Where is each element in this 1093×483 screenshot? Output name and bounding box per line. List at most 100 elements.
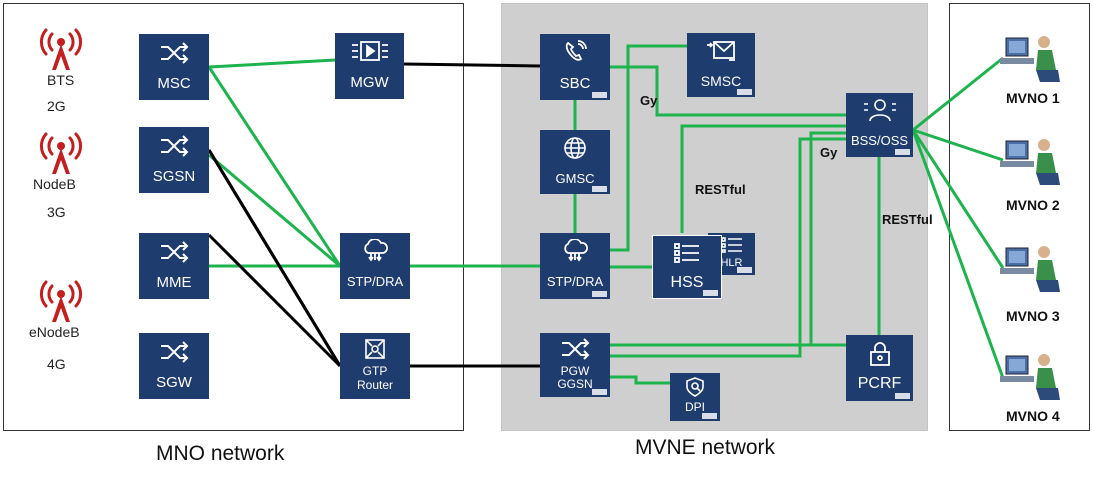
- list-icon: [674, 243, 699, 263]
- mvno-4: MVNO 4: [1000, 352, 1080, 430]
- node-sgsn-label: SGSN: [152, 168, 196, 185]
- mvno-2-label: MVNO 2: [1006, 197, 1060, 213]
- radio-enodeb-label: eNodeB: [29, 324, 80, 340]
- node-bss-oss-label: BSS/OSS: [850, 133, 909, 148]
- mvno-3: MVNO 3: [1000, 244, 1080, 324]
- mvne-network-caption: MVNE network: [635, 436, 776, 459]
- mvno-1-label: MVNO 1: [1006, 90, 1060, 106]
- node-hss-label: HSS: [670, 274, 704, 291]
- node-stp-dra-mvne-label: STP/DRA: [546, 274, 604, 289]
- link-bss-mvno3: [911, 129, 1005, 269]
- radio-enodeb-gen: 4G: [47, 356, 66, 372]
- radio-bts: BTS 2G: [33, 26, 89, 126]
- switch-icon: [161, 42, 189, 64]
- vendor-tag: [737, 267, 752, 273]
- node-gtp-router: GTP Router: [340, 333, 410, 399]
- node-sgsn: SGSN: [139, 127, 209, 193]
- link-sgw-cross: [207, 233, 342, 368]
- node-hss: HSS: [652, 235, 722, 299]
- switch-icon: [161, 341, 189, 363]
- vendor-tag: [895, 149, 910, 155]
- node-gmsc: GMSC: [540, 130, 610, 194]
- vendor-tag: [703, 290, 718, 296]
- list-icon: [720, 237, 742, 253]
- node-dpi-label: DPI: [684, 400, 705, 414]
- mvno-1: MVNO 1: [1000, 34, 1080, 109]
- vendor-tag: [592, 92, 607, 98]
- link-bss-mvno4: [911, 129, 1005, 379]
- mno-network-caption: MNO network: [156, 442, 285, 465]
- link-sgsn-down: [207, 149, 342, 367]
- radio-nodeb-gen: 3G: [47, 204, 66, 220]
- link-sbc-bss-gy: [610, 65, 846, 117]
- link-pgw-bss-gy: [610, 137, 846, 358]
- node-pgw-label-1: PGW: [560, 364, 590, 378]
- user-computer-icon: [1000, 36, 1060, 82]
- node-gtp-label-2: Router: [356, 378, 394, 392]
- media-gateway-icon: [351, 41, 388, 61]
- node-stp-dra-mno-label: STP/DRA: [346, 274, 404, 289]
- edge-label-restful-pcrf: RESTful: [882, 212, 933, 227]
- node-pcrf: PCRF: [846, 335, 913, 401]
- node-pgw-ggsn: PGW GGSN: [540, 333, 610, 397]
- antenna-icon: [39, 28, 83, 70]
- vendor-tag: [737, 89, 752, 95]
- link-msc-stp: [207, 66, 342, 267]
- node-gmsc-label: GMSC: [555, 171, 595, 186]
- node-sbc-label: SBC: [559, 75, 591, 92]
- mvno-2: MVNO 2: [1000, 137, 1080, 217]
- node-sgw-label: SGW: [156, 374, 192, 391]
- link-sgsn-stp: [208, 153, 341, 268]
- radio-enodeb: eNodeB 4G: [29, 278, 103, 378]
- edge-label-gy-sbc: Gy: [640, 93, 658, 108]
- vendor-tag: [592, 186, 607, 192]
- vendor-tag: [592, 291, 607, 297]
- router-icon: [365, 339, 385, 359]
- cloud-icon: [564, 239, 588, 262]
- envelope-icon: [707, 41, 735, 61]
- link-stp-smsc: [610, 44, 687, 252]
- node-mme-label: MME: [156, 274, 192, 291]
- globe-icon: [564, 137, 586, 159]
- node-smsc: SMSC: [687, 33, 755, 97]
- vendor-tag: [702, 413, 717, 419]
- user-computer-icon: [1000, 139, 1060, 185]
- user-gear-icon: [863, 99, 896, 122]
- link-bss-mvno2: [912, 128, 1004, 162]
- link-msc-mgw: [208, 58, 336, 69]
- link-hss-bss-restful: [680, 124, 846, 233]
- node-msc: MSC: [139, 34, 209, 100]
- phone-icon: [565, 40, 587, 61]
- mvno-box: [949, 3, 1090, 431]
- node-gtp-label-1: GTP: [362, 364, 388, 378]
- antenna-icon: [39, 280, 83, 322]
- node-smsc-label: SMSC: [700, 73, 742, 89]
- user-computer-icon: [1000, 354, 1060, 400]
- node-mme: MME: [139, 233, 209, 299]
- switch-icon: [562, 338, 590, 360]
- node-sgw: SGW: [139, 333, 209, 399]
- edge-label-restful-hss: RESTful: [695, 182, 746, 197]
- switch-icon: [161, 135, 189, 157]
- link-pgw-dpi: [608, 375, 670, 385]
- node-msc-label: MSC: [157, 75, 191, 92]
- edge-label-gy-pgw: Gy: [820, 145, 838, 160]
- radio-nodeb-label: NodeB: [33, 176, 76, 192]
- cloud-icon: [364, 239, 388, 262]
- link-mgw-sbc: [403, 62, 541, 68]
- antenna-icon: [39, 132, 83, 174]
- node-hlr-label: HLR: [720, 257, 743, 269]
- node-stp-dra-mvne: STP/DRA: [540, 233, 610, 299]
- node-stp-dra-mno: STP/DRA: [340, 233, 410, 299]
- mvno-3-label: MVNO 3: [1006, 308, 1060, 324]
- mvno-4-label: MVNO 4: [1006, 408, 1060, 424]
- radio-bts-gen: 2G: [47, 98, 66, 114]
- node-mgw: MGW: [335, 33, 404, 99]
- user-computer-icon: [1000, 246, 1060, 292]
- vendor-tag: [895, 393, 910, 399]
- lock-icon: [869, 342, 890, 366]
- node-pcrf-label: PCRF: [857, 375, 902, 392]
- node-pgw-label-2: GGSN: [557, 377, 593, 391]
